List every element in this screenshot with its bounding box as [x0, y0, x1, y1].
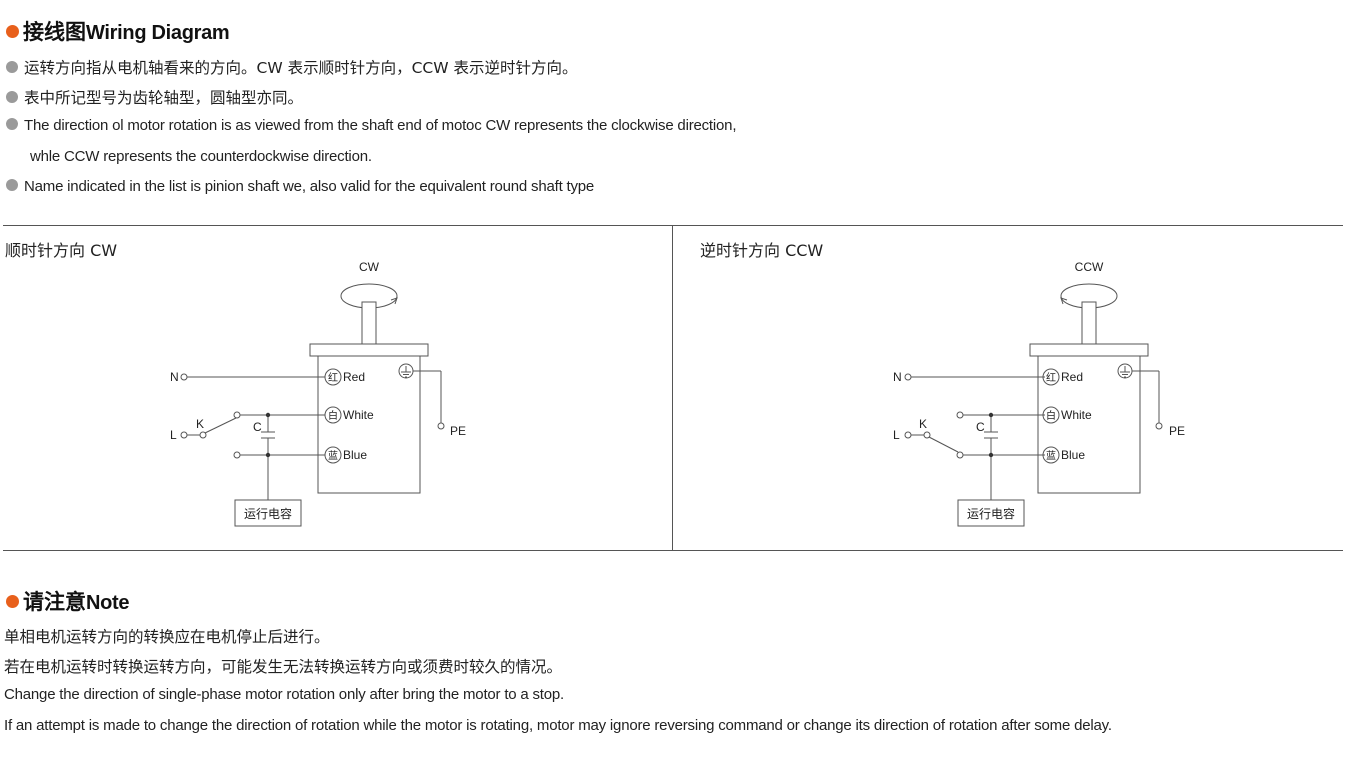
cw-rotation-label: CW: [359, 260, 380, 274]
cw-switch-k: K: [196, 417, 204, 431]
cw-wiring-diagram: CW N L K C PE Red White Blue 红 白 蓝 运行电容: [170, 260, 466, 527]
note-title-cn: 请注意: [23, 590, 86, 614]
cw-wire-red: Red: [343, 370, 365, 384]
grey-bullet-icon: [6, 60, 18, 73]
cw-wire-blue: Blue: [343, 448, 367, 462]
wiring-bullet-1: 运转方向指从电机轴看来的方向。CW 表示顺时针方向，CCW 表示逆时针方向。: [6, 56, 577, 78]
cw-wire-white: White: [343, 408, 374, 422]
ccw-wiring-diagram: CCW N L K C PE Red White Blue 红 白 蓝 运行电容: [893, 260, 1185, 527]
ccw-wire-blue: Blue: [1061, 448, 1085, 462]
ccw-wire-white: White: [1061, 408, 1092, 422]
wiring-section-title: 接线图Wiring Diagram: [6, 16, 230, 46]
wiring-bullet-3-cont: whle CCW represents the counterdockwise …: [30, 148, 372, 165]
ccw-capacitor-box-label: 运行电容: [967, 506, 1015, 521]
note-line-2: 若在电机运转时转换运转方向，可能发生无法转换运转方向或须费时较久的情况。: [4, 658, 563, 676]
ccw-rotation-label: CCW: [1075, 260, 1104, 274]
cw-capacitor-box-label: 运行电容: [244, 506, 292, 521]
orange-bullet-icon: [6, 594, 19, 608]
note-section-title: 请注意Note: [6, 586, 130, 616]
ccw-panel-title: 逆时针方向 CCW: [700, 241, 824, 260]
grey-bullet-icon: [6, 90, 18, 103]
ccw-pe-label: PE: [1169, 424, 1185, 438]
cw-motor-body: [317, 355, 421, 494]
ccw-wire-blue-cn: 蓝: [1046, 450, 1056, 462]
ccw-capacitor-c: C: [976, 420, 985, 434]
diagram-divider: [672, 225, 673, 550]
cw-pe-label: PE: [450, 424, 466, 438]
ccw-terminal-l: L: [893, 428, 900, 442]
cw-wire-white-cn: 白: [328, 409, 338, 422]
wiring-title-en: Wiring Diagram: [86, 22, 230, 44]
wiring-title-cn: 接线图: [23, 20, 86, 44]
ccw-wire-white-cn: 白: [1046, 409, 1056, 422]
wiring-bullet-2: 表中所记型号为齿轮轴型，圆轴型亦同。: [6, 86, 303, 108]
cw-terminal-l: L: [170, 428, 177, 442]
diagram-top-rule: [3, 225, 1343, 226]
cw-wire-blue-cn: 蓝: [328, 450, 338, 462]
grey-bullet-icon: [6, 179, 18, 192]
grey-bullet-icon: [6, 118, 18, 131]
ccw-motor-body: [1037, 355, 1141, 494]
ccw-wire-red-cn: 红: [1046, 371, 1056, 384]
orange-bullet-icon: [6, 24, 19, 38]
ccw-wire-red: Red: [1061, 370, 1083, 384]
diagram-bottom-rule: [3, 550, 1343, 551]
cw-wire-red-cn: 红: [328, 371, 338, 384]
ccw-terminal-n: N: [893, 370, 902, 384]
note-line-3: Change the direction of single-phase mot…: [4, 686, 565, 703]
note-line-1: 单相电机运转方向的转换应在电机停止后进行。: [4, 628, 330, 646]
wiring-bullet-4: Name indicated in the list is pinion sha…: [6, 178, 594, 195]
cw-capacitor-c: C: [253, 420, 262, 434]
cw-panel-title: 顺时针方向 CW: [5, 241, 118, 260]
ccw-switch-k: K: [919, 417, 927, 431]
wiring-bullet-3: The direction ol motor rotation is as vi…: [6, 117, 736, 134]
note-title-en: Note: [86, 592, 130, 614]
note-line-4: If an attempt is made to change the dire…: [4, 717, 1112, 734]
cw-terminal-n: N: [170, 370, 179, 384]
